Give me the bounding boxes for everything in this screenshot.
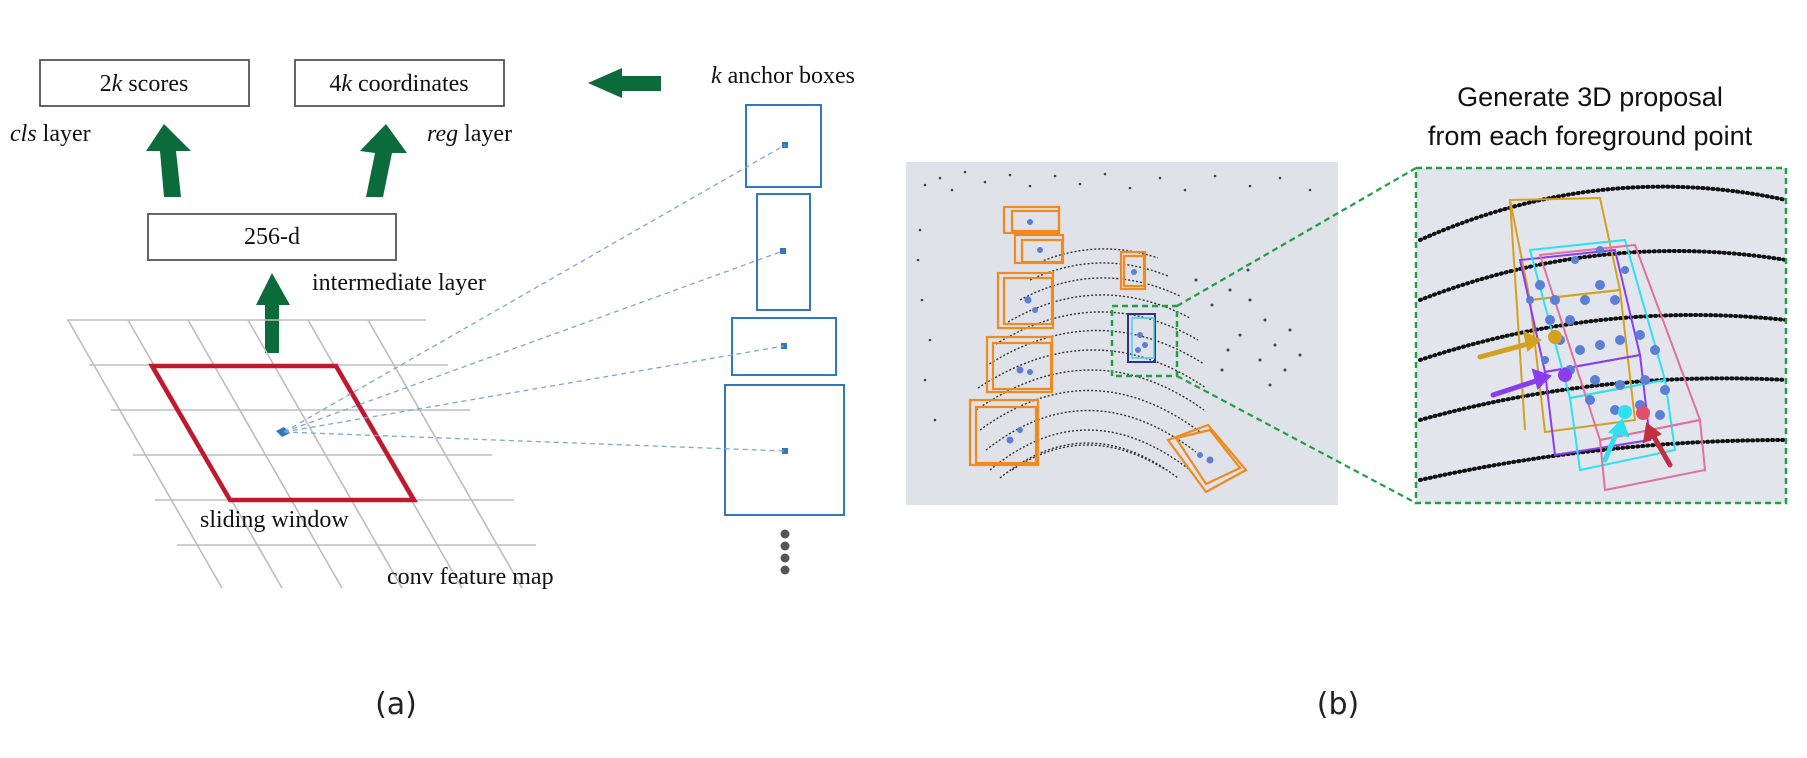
sliding-window-label: sliding window <box>200 507 349 533</box>
panel-b-title-line-1: Generate 3D proposal <box>1457 82 1723 112</box>
caption-b: (b) <box>1317 687 1359 722</box>
panel-b: Generate 3D proposal from each foregroun… <box>906 82 1788 722</box>
sliding-window <box>148 363 418 503</box>
proposal-box-yellow <box>1508 196 1637 434</box>
proposal-box-cyan <box>1528 238 1677 472</box>
window-center-dot <box>276 427 290 437</box>
seed-point-red <box>1636 406 1650 420</box>
coordinates-box-text: 4k coordinates <box>329 71 468 97</box>
anchor-boxes-label: k anchor boxes <box>711 63 855 89</box>
more-anchors-ellipsis-icon <box>780 529 790 575</box>
zoom-region-box <box>1110 304 1179 378</box>
clutter-points <box>916 170 1312 422</box>
anchor-box-1 <box>745 104 822 188</box>
anchor-box-3 <box>731 317 837 376</box>
anchor-box-4 <box>724 384 845 516</box>
projection-lines <box>283 144 786 452</box>
intermediate-box <box>147 213 397 261</box>
green-arrows <box>146 68 661 353</box>
cls-layer-label: cls layer <box>10 121 91 147</box>
anchor-centers <box>780 142 788 454</box>
panel-a: 2k scores 4k coordinates cls layer reg l… <box>10 59 855 722</box>
scores-box-text: 2k scores <box>100 71 189 97</box>
zoom-connectors <box>1176 167 1417 504</box>
anchor-boxes <box>724 104 845 516</box>
caption-a: (a) <box>375 687 417 722</box>
seed-point-cyan <box>1618 405 1632 419</box>
car-point-clusters <box>1006 219 1214 464</box>
feature-map-grid <box>67 319 536 589</box>
zoomed-view <box>1416 168 1786 503</box>
highlighted-car <box>1127 313 1156 363</box>
seed-point-purple <box>1558 368 1572 382</box>
anchor-box-2 <box>756 193 811 311</box>
feature-map-label: conv feature map <box>387 564 554 590</box>
car-box-5 <box>968 398 1040 467</box>
intermediate-layer-label: intermediate layer <box>312 270 486 296</box>
seed-arrows <box>1477 330 1673 468</box>
reg-layer-label: reg layer <box>427 121 512 147</box>
car-box-7 <box>1166 423 1248 494</box>
arrow-to-reg-icon <box>360 124 407 197</box>
car-boxes <box>968 205 1248 494</box>
seed-point-yellow <box>1548 330 1562 344</box>
arrow-to-intermediate-icon <box>256 273 290 353</box>
intermediate-box-text: 256-d <box>244 224 300 250</box>
scores-box <box>39 59 250 107</box>
arrow-from-anchors-icon <box>588 68 661 98</box>
coordinates-box <box>294 59 505 107</box>
arrow-to-cls-icon <box>146 124 191 197</box>
foreground-points <box>1526 246 1670 420</box>
point-cloud-scene <box>906 162 1338 505</box>
panel-b-title-line-2: from each foreground point <box>1428 121 1753 151</box>
zoomed-view-frame <box>1414 166 1788 505</box>
